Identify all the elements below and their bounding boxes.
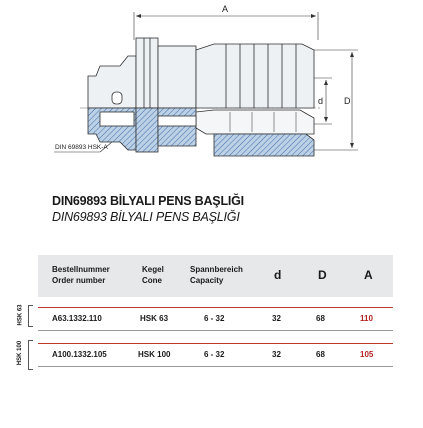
cell-capacity: 6 - 32 [204, 314, 225, 323]
group-bracket-hsk100 [28, 340, 33, 370]
title-block: DIN69893 BİLYALI PENS BAŞLIĞI DIN69893 B… [52, 193, 244, 225]
header-cone-de: Kegel [142, 265, 164, 274]
cell-A: 105 [360, 350, 374, 359]
tool-outline-upper [87, 37, 315, 109]
cell-D: 68 [316, 314, 325, 323]
cell-cone: HSK 63 [140, 314, 169, 323]
product-title-italic: DIN69893 BİLYALI PENS BAŞLIĞI [52, 210, 240, 224]
header-cone-en: Cone [142, 276, 162, 285]
cell-order: A100.1332.105 [52, 350, 107, 359]
cell-D: 68 [316, 350, 325, 359]
cell-d: 32 [272, 314, 281, 323]
cell-order: A63.1332.110 [52, 314, 102, 323]
header-capacity-en: Capacity [190, 276, 224, 285]
cell-capacity: 6 - 32 [204, 350, 225, 359]
tool-section-lower [87, 107, 315, 157]
drive-slot [111, 91, 123, 105]
collet-chuck-drawing: A d D [54, 4, 358, 157]
standard-label: DIN 69893 HSK-A [55, 144, 108, 151]
header-order-de: Bestellnummer [52, 265, 110, 274]
technical-drawing: A d D [0, 0, 423, 165]
product-title: DIN69893 BİLYALI PENS BAŞLIĞI [52, 194, 244, 208]
dimension-a [133, 12, 319, 40]
header-order: Bestellnummer Order number [52, 264, 110, 286]
header-d: d [274, 268, 282, 282]
header-order-en: Order number [52, 276, 106, 285]
table-row: A100.1332.105 HSK 100 6 - 32 32 68 105 [38, 343, 393, 367]
cell-A: 110 [360, 314, 373, 323]
cell-d: 32 [272, 350, 281, 359]
header-capacity-de: Spannbereich [190, 265, 243, 274]
group-bracket-hsk63 [28, 305, 33, 327]
table-header: Bestellnummer Order number Kegel Cone Sp… [38, 255, 393, 297]
header-A: A [364, 268, 373, 282]
group-tag-hsk100: HSK 100 [17, 340, 24, 366]
table-row: A63.1332.110 HSK 63 6 - 32 32 68 110 [38, 307, 393, 331]
header-capacity: Spannbereich Capacity [190, 264, 243, 286]
cell-cone: HSK 100 [138, 350, 171, 359]
dim-a-label: A [222, 4, 228, 14]
header-cone: Kegel Cone [142, 264, 164, 286]
dim-d-small-label: d [318, 96, 323, 106]
header-D: D [318, 268, 327, 282]
group-tag-hsk63: HSK 63 [17, 304, 24, 326]
dim-d-large-label: D [344, 96, 351, 106]
